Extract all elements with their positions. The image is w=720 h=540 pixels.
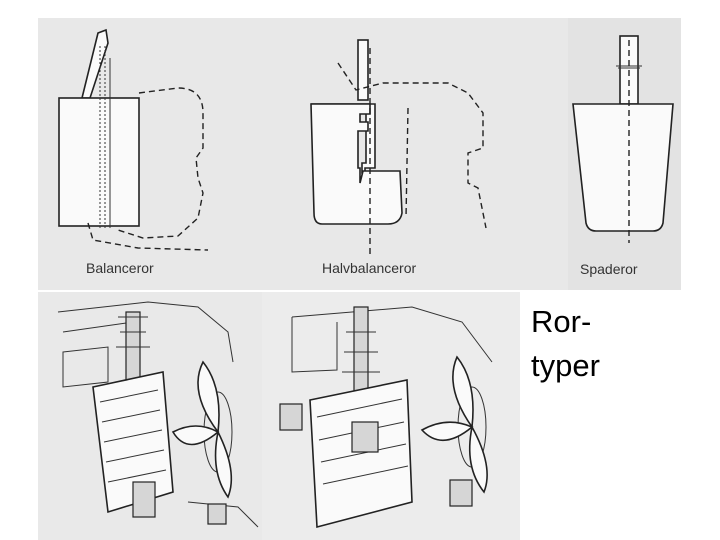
rudder-stock-1 xyxy=(125,311,141,388)
cutaway-rudder-panel-2 xyxy=(262,292,520,540)
rudder-outline-panel: Balanceror Halvbalanceror xyxy=(38,18,568,290)
zinc-anode-2 xyxy=(449,479,473,507)
title-line-2: typer xyxy=(531,348,600,383)
propeller-blade-1a xyxy=(197,360,220,435)
semi-balanced-rudder-drawing xyxy=(310,39,487,258)
balanced-rudder-blade xyxy=(58,97,140,227)
semi-balanced-hull-outline xyxy=(337,62,487,229)
rudder-blade-1 xyxy=(92,371,174,514)
balanced-rudder-stock xyxy=(80,28,109,99)
propeller-blade-2b xyxy=(420,421,474,442)
propeller-blade-2a xyxy=(452,355,474,430)
slide-title: Ror- typer xyxy=(531,300,600,388)
cutaway-rudder-drawing-2 xyxy=(279,306,493,529)
rudder-outlines-drawing: Balanceror Halvbalanceror xyxy=(58,28,487,276)
cutaway-rudder-drawing-1 xyxy=(57,301,259,528)
rudder-heel-1 xyxy=(132,481,156,518)
cutaway-rudder-panel-1 xyxy=(38,292,262,540)
zinc-anode-1 xyxy=(207,503,227,525)
semi-balanced-rudder-blade xyxy=(310,103,403,225)
balanced-hull-outline xyxy=(117,87,204,239)
propeller-blade-1b xyxy=(171,425,220,446)
rudder-bearing-2 xyxy=(351,421,379,453)
propeller-blade-1c xyxy=(214,429,233,499)
propeller-blade-2c xyxy=(468,424,488,494)
title-line-1: Ror- xyxy=(531,304,592,339)
spade-rudder-panel: Spaderor xyxy=(568,18,681,290)
spade-rudder-blade xyxy=(572,103,674,232)
caption-spade: Spaderor xyxy=(580,261,638,277)
balanced-rudder-drawing xyxy=(58,28,209,251)
inspection-hatch-2 xyxy=(279,403,303,431)
caption-semi-balanced: Halvbalanceror xyxy=(322,260,416,276)
rudder-stock-2 xyxy=(353,306,369,393)
semi-balanced-rudder-stock xyxy=(357,39,369,101)
caption-balanced: Balanceror xyxy=(86,260,154,276)
spade-rudder-drawing: Spaderor xyxy=(572,35,674,277)
